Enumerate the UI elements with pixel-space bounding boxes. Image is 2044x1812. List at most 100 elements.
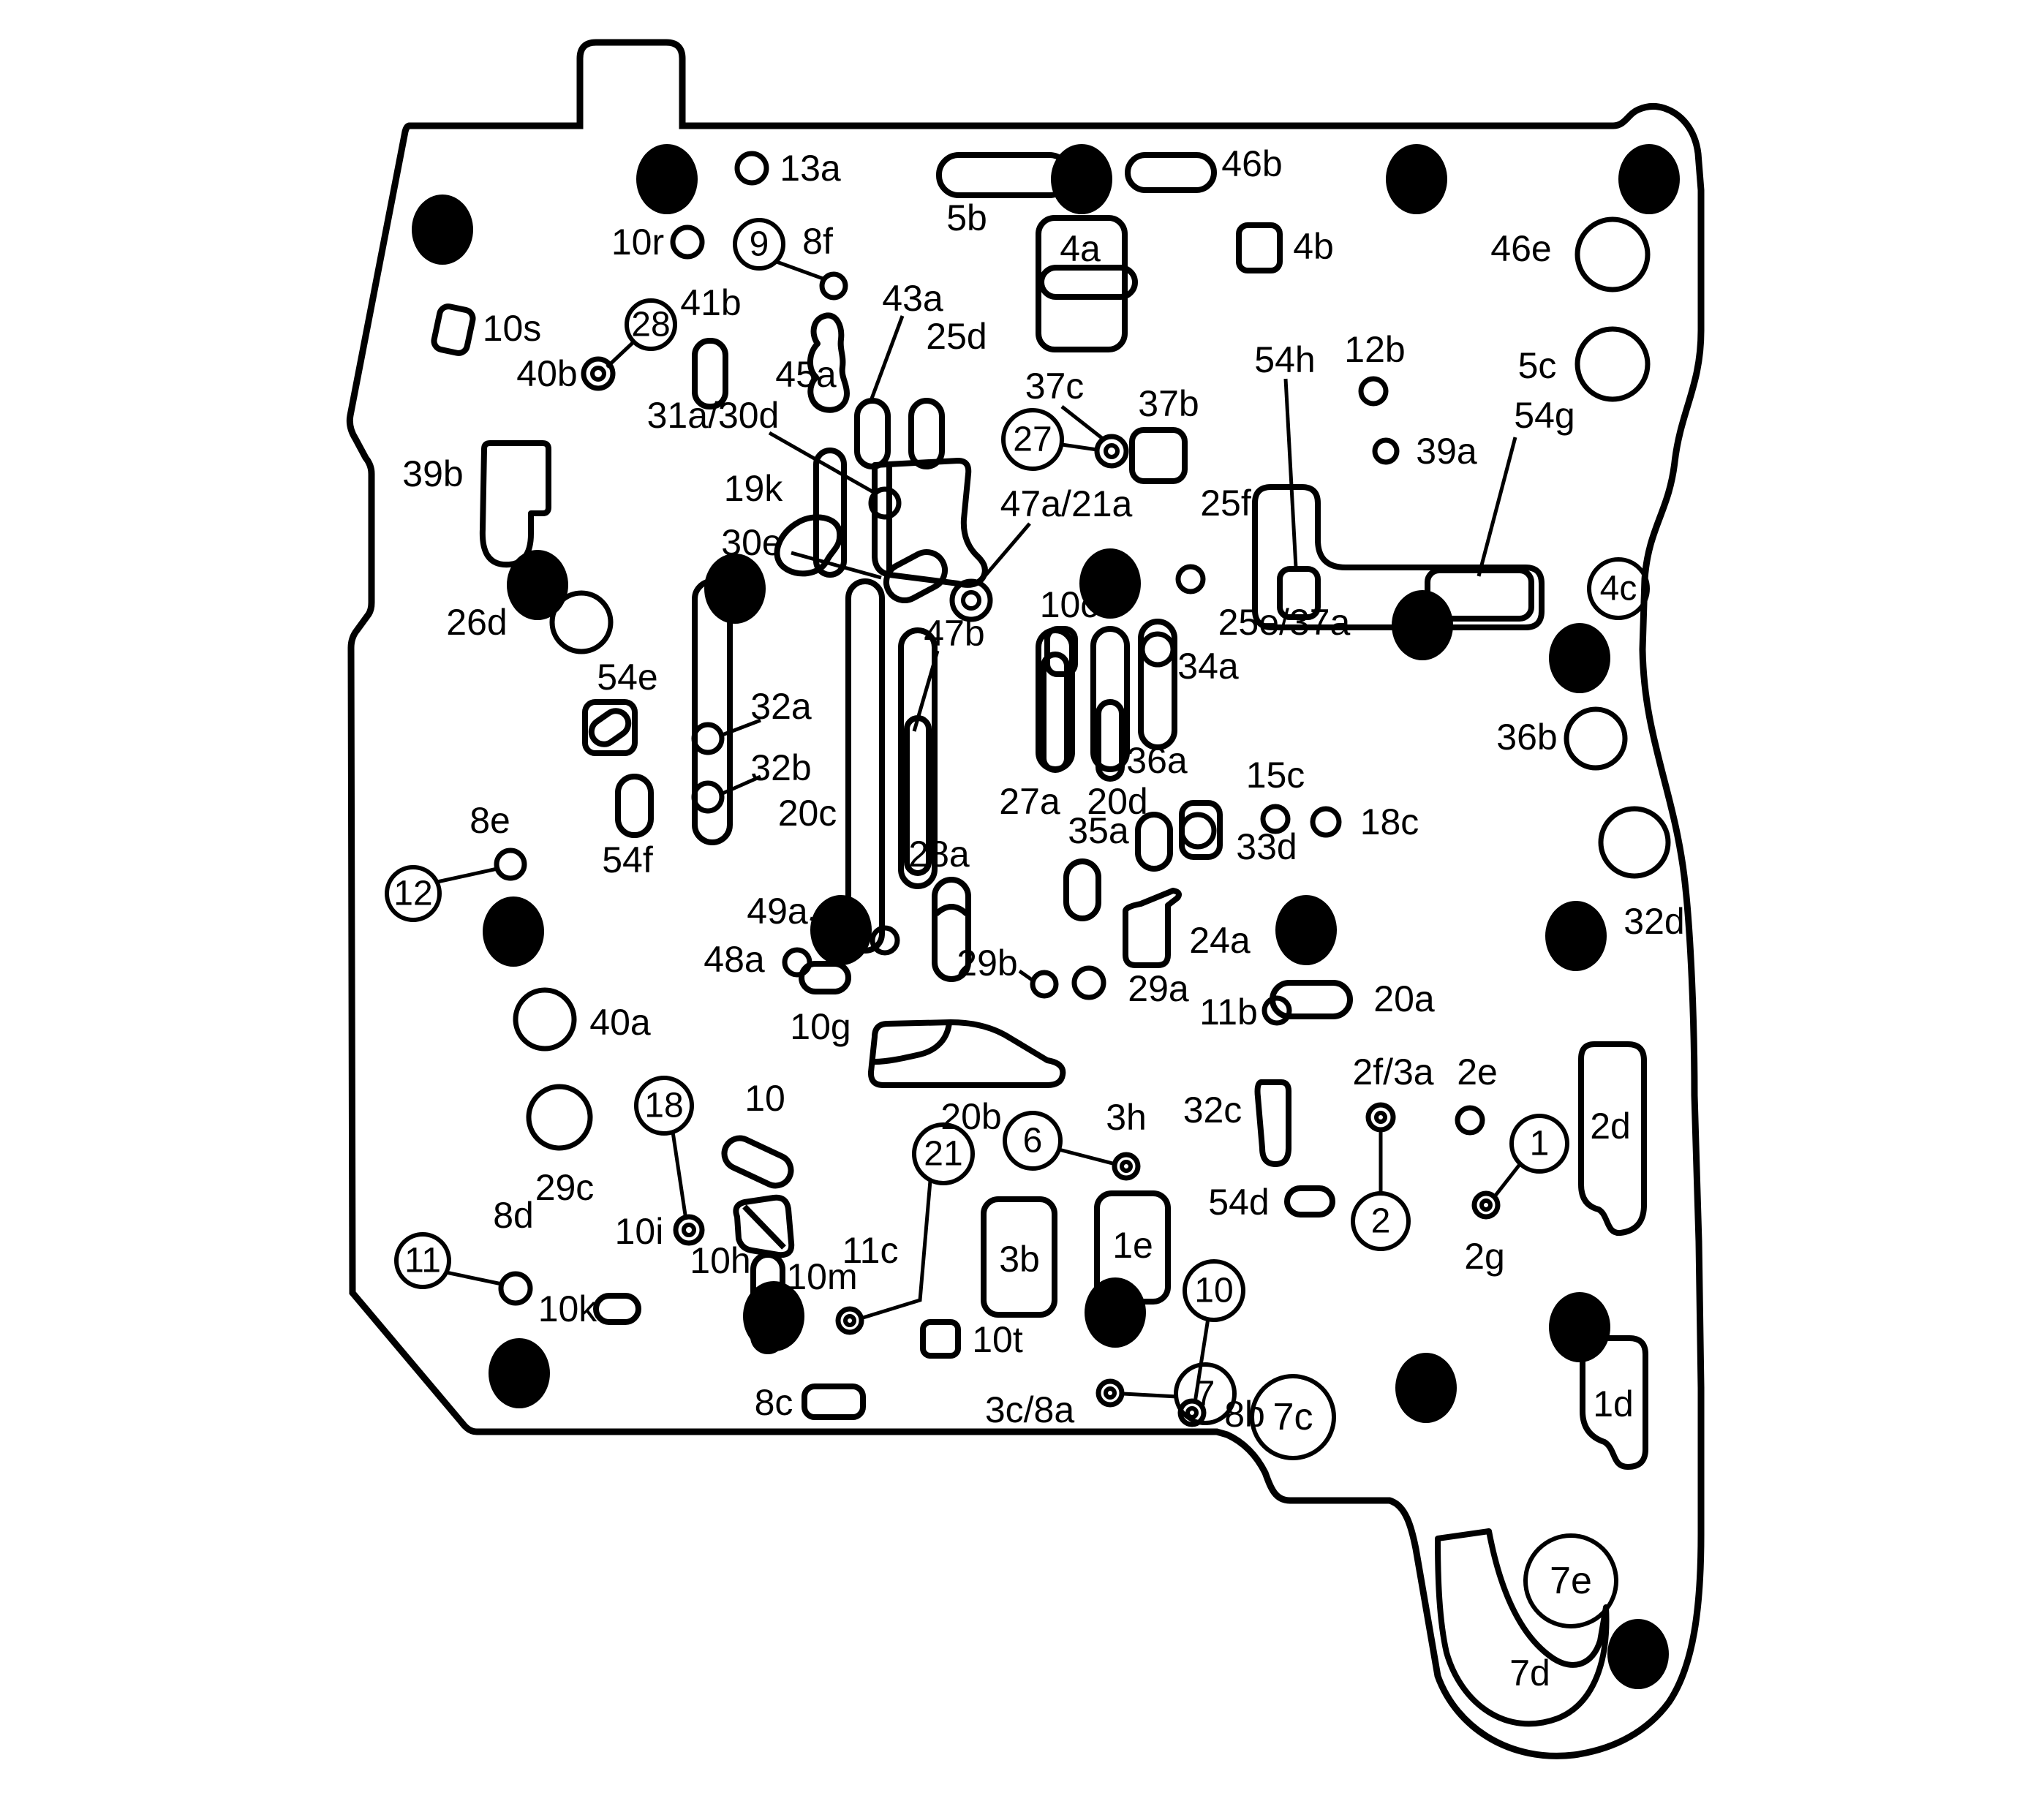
bolt-hole-11 [810,895,872,965]
leader-11-8d [445,1270,502,1286]
label-54h: 54h [1254,339,1315,380]
label-2g: 2g [1464,1236,1505,1277]
hole-49a [870,925,900,956]
circled-label-28: 28 [625,298,677,351]
leader-27-37c [1061,442,1098,452]
label-13a: 13a [780,148,841,189]
target-2f-3a-inner [1374,1111,1387,1124]
label-8b: 8b [1224,1394,1265,1435]
target-3c-8a-inner [1104,1386,1117,1400]
label-46b: 46b [1221,143,1282,184]
bolt-hole-18 [1549,1292,1610,1362]
slot-35a [1063,858,1101,921]
target-37c [1094,434,1129,469]
label-10: 10 [744,1078,785,1119]
hole-11b [1262,995,1292,1026]
shape-20b-inner [874,1022,952,1065]
label-2e: 2e [1457,1052,1498,1092]
hole-29a [1071,965,1106,1000]
label-29b: 29b [957,943,1017,984]
label-5c: 5c [1518,345,1557,386]
target-10i [673,1214,705,1246]
hole-26d [549,590,614,654]
plate-tilted-ports [431,303,949,1189]
hole-32b [691,780,725,814]
shape-45a [807,312,850,413]
port-4a [1036,215,1128,352]
round-ports [494,151,1671,1306]
shape-24a [1123,888,1182,968]
circled-label-4c: 4c [1587,557,1650,620]
slot-43a [854,398,891,469]
label-39b: 39b [402,453,463,494]
label-10g: 10g [790,1006,851,1047]
hole-40a [513,987,577,1052]
circled-label-7: 7 [1174,1362,1237,1425]
slot-54d [1284,1185,1335,1218]
circled-label-7-text: 7 [1196,1375,1215,1413]
bolt-hole-3 [1386,144,1447,214]
leader-30e [791,551,882,580]
label-36a: 36a [1126,740,1188,781]
target-3c-8a [1095,1378,1125,1408]
shape-20b [867,1019,1066,1088]
label-11c: 11c [842,1230,899,1271]
bolt-hole-16 [1085,1277,1146,1348]
label-32c: 32c [1183,1090,1242,1130]
circled-label-21-text: 21 [924,1135,962,1174]
label-8c: 8c [755,1382,793,1423]
label-8f: 8f [802,221,833,262]
circled-label-4c-text: 4c [1600,570,1637,608]
label-48a: 48a [704,939,765,980]
target-37c-outer [1094,434,1129,469]
bolt-holes [412,144,1680,1689]
label-12b: 12b [1344,329,1405,370]
circled-label-10-text: 10 [1194,1272,1233,1310]
label-34a: 34a [1177,646,1239,687]
label-25e-37a: 25e/37a [1218,602,1351,643]
label-46e: 46e [1490,228,1551,269]
label-26d: 26d [446,602,507,643]
circled-label-2: 2 [1351,1191,1411,1251]
target-10i-inner [682,1223,696,1237]
label-10h: 10h [690,1240,750,1281]
target-47a-21a-outer [949,578,993,622]
label-32b: 32b [750,747,811,788]
hole-29b [1030,970,1059,999]
circled-label-7e: 7e [1523,1533,1618,1628]
leader-10-8b [1193,1318,1210,1403]
label-2d: 2d [1590,1106,1631,1147]
slot-47b-outer [898,627,938,889]
label-45a: 45a [775,354,837,395]
label-29a: 29a [1128,968,1189,1009]
bolt-hole-6 [704,554,766,624]
shape-10h [733,1194,795,1258]
label-54f: 54f [602,839,653,880]
circled-label-18-ring [634,1076,694,1136]
hole-10r [670,224,705,260]
circled-label-6-text: 6 [1023,1122,1043,1160]
label-24a: 24a [1189,920,1251,961]
leader-32b [721,774,762,796]
bolt-hole-14 [489,1338,550,1408]
shape-7d-fork [1435,1528,1610,1727]
bolt-hole-15 [743,1281,804,1351]
label-37b: 37b [1138,383,1199,424]
circled-label-21-ring [912,1122,975,1185]
circled-label-7c: 7c [1250,1374,1336,1460]
shape-10h-inner [742,1204,786,1250]
leader-31a-30d [768,431,876,495]
circled-label-1: 1 [1509,1114,1569,1174]
ellipse-54e-inner [588,708,632,747]
bolt-hole-12 [1275,895,1337,965]
label-35a: 35a [1068,810,1129,851]
label-3h: 3h [1106,1097,1147,1138]
bolt-hole-13 [1545,901,1607,971]
port-10 [721,1135,794,1189]
bolt-hole-4 [1618,144,1680,214]
leader-29b [1018,969,1036,984]
label-25f: 25f [1200,483,1251,524]
